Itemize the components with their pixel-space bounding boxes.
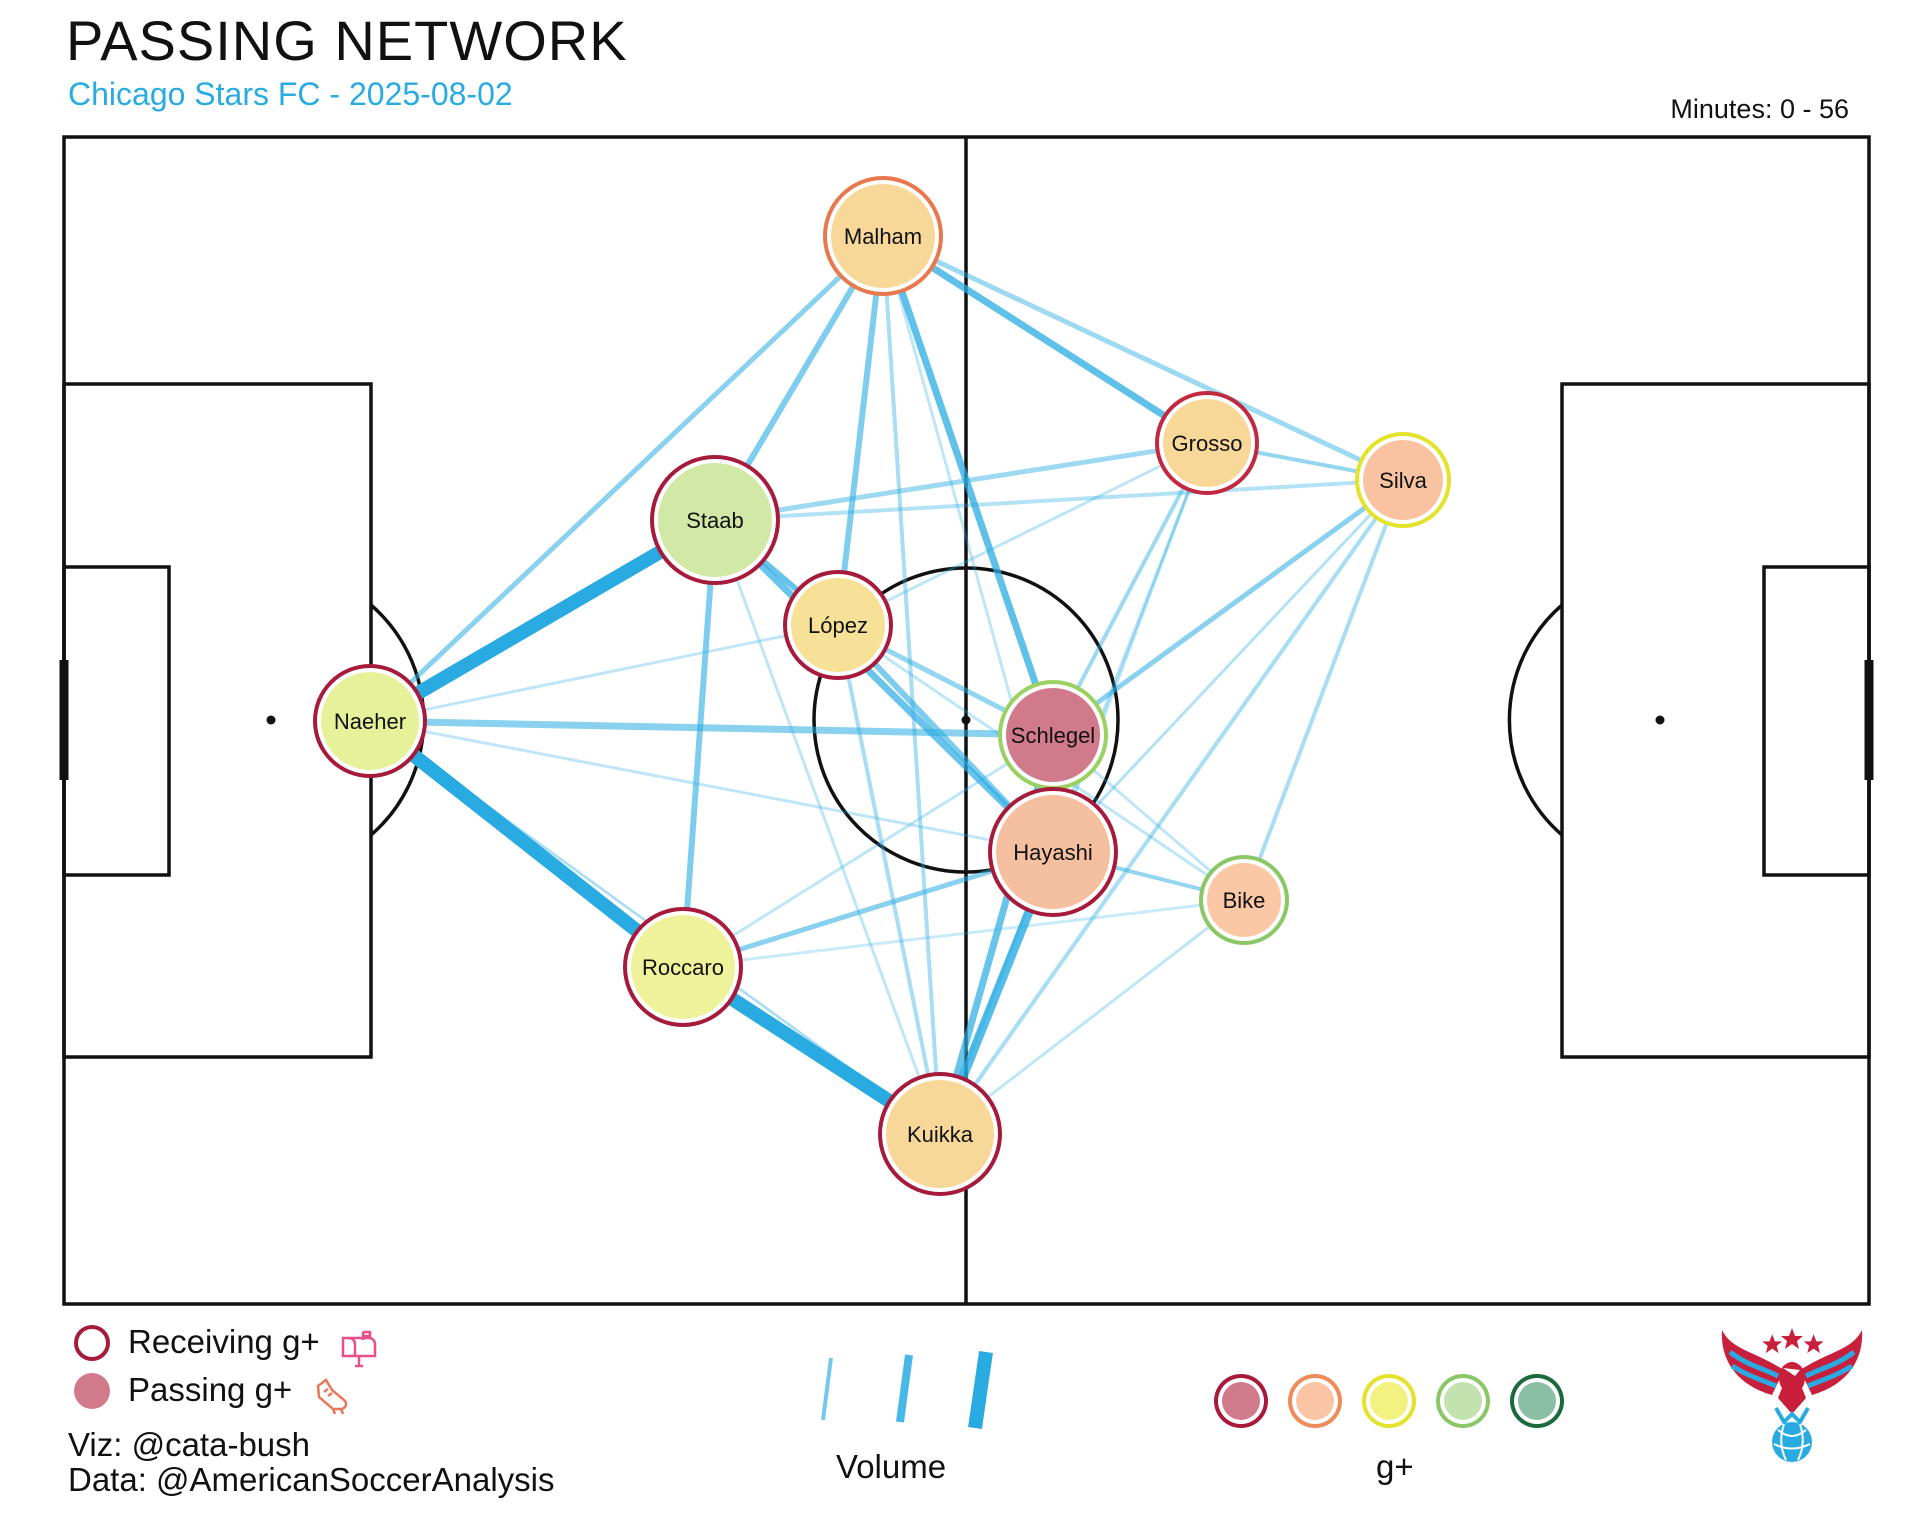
pass-line-schlegel-grosso [1051, 442, 1209, 736]
left-six-yard-box [62, 565, 171, 877]
gplus-legend-label: g+ [1376, 1448, 1414, 1485]
credit-data: Data: @AmericanSoccerAnalysis [68, 1461, 555, 1498]
eagle-logo-icon [1721, 1328, 1863, 1462]
right-six-yard-box [1762, 565, 1871, 877]
player-node: Schlegel [998, 680, 1108, 790]
right-penalty-spot [1655, 715, 1665, 725]
pass-line-naeher-lópez [369, 623, 839, 723]
pass-line-malham-grosso [881, 233, 1209, 446]
player-label: López [808, 613, 868, 638]
page-subtitle: Chicago Stars FC - 2025-08-02 [68, 76, 513, 112]
legend-receiving-label: Receiving g+ [128, 1323, 320, 1360]
page-title: PASSING NETWORK [66, 9, 628, 72]
volume-mid-swatch [896, 1354, 913, 1423]
player-node: Silva [1355, 432, 1451, 528]
player-node: Roccaro [623, 907, 743, 1027]
player-fill [831, 184, 935, 288]
player-label: Schlegel [1011, 723, 1095, 748]
right-penalty-arc [1507, 603, 1564, 837]
pass-line-staab-roccaro [680, 519, 718, 968]
player-label: Malham [844, 224, 922, 249]
pass-line-roccaro-schlegel [682, 733, 1054, 969]
player-label: Roccaro [642, 955, 724, 980]
volume-high-swatch [968, 1350, 993, 1430]
left-penalty-spot [266, 715, 276, 725]
pass-line-naeher-staab [366, 513, 719, 728]
pass-line-hayashi-grosso [1051, 442, 1209, 853]
volume-legend-label: Volume [836, 1448, 947, 1485]
player-node: Kuikka [878, 1072, 1002, 1196]
player-fill [658, 463, 772, 577]
player-fill [321, 672, 419, 770]
pass-line-staab-kuikka [713, 519, 942, 1135]
gplus-scale-legend [1214, 1374, 1564, 1428]
player-node: Naeher [313, 664, 427, 778]
pass-line-lópez-kuikka [836, 624, 942, 1135]
legend-passing-swatch [74, 1373, 110, 1409]
credit-viz: Viz: @cata-bush [68, 1426, 311, 1463]
player-label: Hayashi [1013, 840, 1092, 865]
pass-line-lópez-malham [835, 235, 886, 626]
legend-passing-label: Passing g+ [128, 1371, 293, 1408]
player-label: Bike [1223, 888, 1266, 913]
minutes-label: Minutes: 0 - 56 [1670, 94, 1849, 124]
legend-receiving: Receiving g+ [128, 1323, 320, 1361]
player-fill [1163, 399, 1251, 487]
right-penalty-box [1560, 382, 1871, 1059]
pass-line-staab-silva [714, 478, 1404, 522]
pass-line-schlegel-silva [1051, 477, 1405, 738]
pass-line-bike-roccaro [682, 898, 1245, 969]
pass-line-hayashi-silva [1051, 478, 1405, 854]
pass-lines [365, 233, 1405, 1140]
player-fill [1006, 688, 1100, 782]
player-fill [791, 578, 885, 672]
volume-low-swatch [821, 1357, 833, 1421]
player-node: Grosso [1155, 391, 1259, 495]
player-node: Hayashi [988, 787, 1118, 917]
pass-line-malham-schlegel [879, 234, 1057, 737]
pass-line-silva-kuikka [938, 478, 1405, 1136]
pass-line-bike-kuikka [939, 898, 1245, 1136]
volume-legend [821, 1350, 993, 1430]
center-circle [812, 566, 1120, 874]
pass-line-lópez-grosso [837, 441, 1208, 627]
mailbox-icon [341, 1330, 377, 1368]
player-node: Malham [823, 176, 943, 296]
player-fill [1207, 863, 1281, 937]
player-label: Staab [686, 508, 744, 533]
boot-icon [316, 1378, 348, 1415]
player-label: Naeher [334, 709, 406, 734]
player-node: Bike [1199, 855, 1289, 945]
pass-line-grosso-kuikka [938, 442, 1209, 1135]
player-label: Grosso [1172, 431, 1243, 456]
player-node: López [783, 570, 893, 680]
player-label: Kuikka [907, 1122, 974, 1147]
pass-line-naeher-hayashi [369, 719, 1054, 854]
player-node: Staab [650, 455, 780, 585]
pass-line-staab-grosso [714, 440, 1208, 523]
pass-line-naeher-schlegel [369, 717, 1054, 739]
player-fill [886, 1080, 994, 1188]
center-spot [961, 715, 971, 725]
player-label: Silva [1379, 468, 1427, 493]
pass-line-malham-kuikka [881, 235, 942, 1135]
legend-receiving-swatch [74, 1325, 110, 1361]
player-fill [1363, 440, 1443, 520]
pass-line-naeher-malham [368, 234, 885, 723]
legend-passing: Passing g+ [128, 1371, 292, 1409]
pass-line-silva-bike [1242, 479, 1405, 901]
player-fill [631, 915, 735, 1019]
pass-line-malham-silva [881, 233, 1405, 483]
player-fill [996, 795, 1110, 909]
pass-line-naeher-roccaro [365, 715, 688, 973]
